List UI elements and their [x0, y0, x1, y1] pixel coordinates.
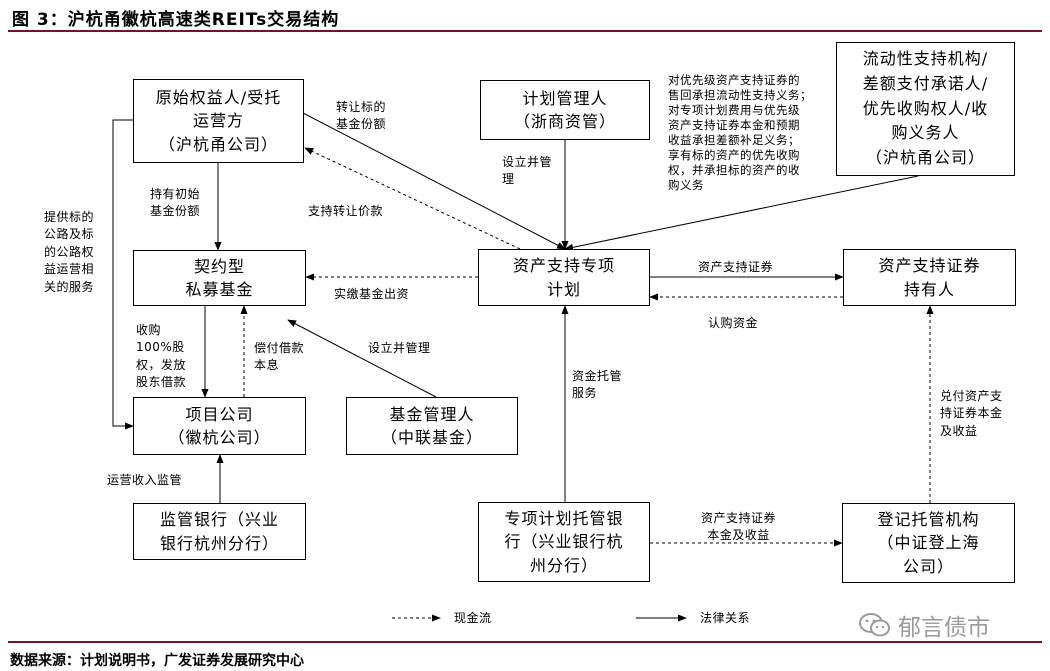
- node-abs-plan: 资产支持专项计划: [478, 249, 650, 306]
- node-holders: 资产支持证券持有人: [843, 249, 1016, 306]
- edge-transfer-units: [277, 99, 566, 250]
- label-support-price: 支持转让价款: [308, 204, 384, 218]
- legend-cash-flow: 现金流: [454, 611, 492, 625]
- node-supervisor-bank: 监管银行（兴业银行杭州分行）: [133, 503, 306, 560]
- node-originator: 原始权益人/受托运营方（沪杭甬公司）: [133, 79, 304, 163]
- edge-fund-manager: [287, 319, 437, 398]
- brand-name: 郁言债市: [898, 615, 990, 641]
- wechat-icon: [859, 613, 890, 637]
- source-footer: 数据来源：计划说明书，广发证券发展研究中心: [10, 653, 304, 669]
- label-principal-income: 资产支持证券本金及收益: [701, 511, 777, 543]
- label-obligations: 对优先级资产支持证券的售回承担流动性支持义务；对专项计划费用与优先级资产支持证券…: [668, 73, 812, 192]
- legend-legal-relation: 法律关系: [700, 611, 751, 625]
- footer-rule: [8, 641, 1042, 643]
- node-custodian-bank: 专项计划托管银行（兴业银行杭州分行）: [478, 502, 650, 582]
- node-support-org: 流动性支持机构/差额支付承诺人/优先收购权人/收购义务人（沪杭甬公司）: [836, 42, 1015, 176]
- label-transfer-units: 转让标的基金份额: [336, 100, 387, 132]
- label-establish-manage-fund: 设立并管理: [368, 341, 431, 355]
- edge-support-price: [304, 147, 521, 250]
- label-repay: 偿付借款本息: [254, 341, 305, 373]
- node-registrar: 登记托管机构（中证登上海公司）: [842, 503, 1015, 583]
- figure-title: 图 3：沪杭甬徽杭高速类REITs交易结构: [12, 10, 340, 30]
- brand-watermark: 郁言债市: [858, 608, 990, 642]
- label-establish-manage-plan: 设立并管理: [502, 155, 553, 187]
- label-abs-securities: 资产支持证券: [698, 260, 774, 274]
- edge-provide-services: [112, 119, 134, 430]
- label-provide-services: 提供标的公路及标的公路权益运营相关的服务: [44, 210, 95, 294]
- node-private-fund: 契约型私募基金: [133, 250, 306, 306]
- edge-obligations: [564, 175, 919, 251]
- label-hold-units: 持有初始基金份额: [150, 187, 201, 219]
- node-project-company: 项目公司（徽杭公司）: [133, 397, 306, 455]
- label-ops-supervision: 运营收入监管: [107, 473, 183, 487]
- node-plan-manager: 计划管理人（浙商资管）: [480, 80, 650, 140]
- label-fund-payment: 实缴基金出资: [334, 287, 410, 301]
- node-fund-manager: 基金管理人（中联基金）: [346, 397, 518, 455]
- title-rule: [8, 30, 1042, 32]
- label-redeem: 兑付资产支持证券本金及收益: [940, 389, 1003, 438]
- label-custody-services: 资金托管服务: [572, 369, 623, 401]
- label-subscription: 认购资金: [708, 316, 759, 330]
